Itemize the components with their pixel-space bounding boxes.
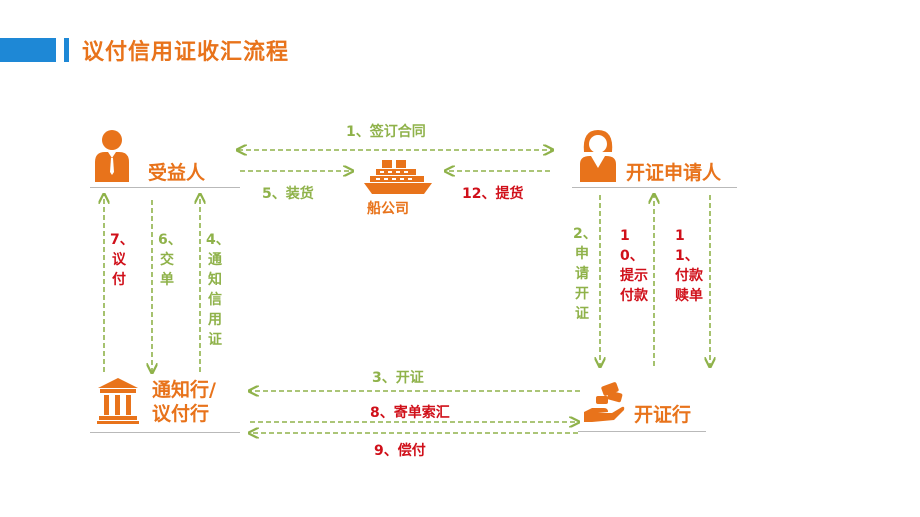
- node-applicant: 开证申请人: [626, 162, 722, 184]
- node-advising-bank: 通知行/ 议付行: [152, 378, 216, 426]
- node-issuing-bank: 开证行: [634, 404, 692, 426]
- node-shipping: 船公司: [367, 201, 409, 217]
- money-hand-icon: [582, 382, 626, 426]
- page-title: 议付信用证收汇流程: [82, 40, 290, 65]
- step-label-8: 8、寄单索汇: [370, 405, 450, 421]
- divider: [572, 187, 737, 188]
- step-label-3: 3、开证: [372, 370, 424, 386]
- step-label-4: 4、通知信用证: [206, 232, 230, 348]
- step-label-6: 6、交单: [158, 232, 182, 288]
- step-label-1: 1、签订合同: [346, 124, 426, 140]
- businessman-icon: [93, 128, 131, 182]
- bank-building-icon: [96, 376, 140, 424]
- step-label-7: 7、议付: [110, 232, 134, 288]
- divider: [90, 432, 240, 433]
- cruise-ship-icon: [362, 156, 434, 196]
- divider: [90, 187, 240, 188]
- header-accent-stripe: [64, 38, 69, 62]
- step-label-10: 10、提示付款: [620, 228, 648, 304]
- node-beneficiary: 受益人: [148, 162, 206, 184]
- step-label-11: 11、付款赎单: [675, 228, 703, 304]
- node-advising-bank-line2: 议付行: [152, 403, 210, 425]
- woman-icon: [578, 128, 618, 182]
- step-label-12: 12、提货: [462, 186, 524, 202]
- divider: [578, 431, 706, 432]
- step-label-9: 9、偿付: [374, 443, 426, 459]
- step-label-5: 5、装货: [262, 186, 314, 202]
- node-advising-bank-line1: 通知行/: [152, 379, 216, 401]
- header-accent-bar: [0, 38, 56, 62]
- step-label-2: 2、申请开证: [573, 226, 597, 322]
